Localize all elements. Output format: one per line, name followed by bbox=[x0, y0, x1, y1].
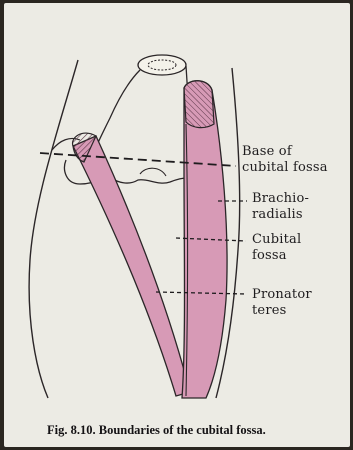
label-cubital-fossa-line2: fossa bbox=[252, 249, 287, 263]
label-pronator-teres-line2: teres bbox=[252, 304, 287, 318]
caption-figure-number: Fig. 8.10. bbox=[47, 423, 96, 437]
label-base-line1: Base of bbox=[242, 145, 292, 159]
trochlea-outline bbox=[140, 168, 166, 176]
label-brachioradialis-line2: radialis bbox=[252, 208, 303, 222]
figure-caption: Fig. 8.10. Boundaries of the cubital fos… bbox=[47, 423, 266, 438]
label-cubital-fossa-line1: Cubital bbox=[252, 233, 301, 247]
label-base-line2: cubital fossa bbox=[242, 161, 328, 175]
pronator-teres-muscle bbox=[73, 136, 190, 396]
brachioradialis-origin bbox=[184, 81, 214, 128]
humerus-cut-end bbox=[138, 55, 186, 75]
arm-outline-left bbox=[29, 60, 78, 398]
caption-text: Boundaries of the cubital fossa. bbox=[99, 423, 266, 437]
label-brachioradialis-line1: Brachio- bbox=[252, 192, 309, 206]
humerus-shaft bbox=[94, 70, 140, 152]
label-pronator-teres-line1: Pronator bbox=[252, 288, 312, 302]
